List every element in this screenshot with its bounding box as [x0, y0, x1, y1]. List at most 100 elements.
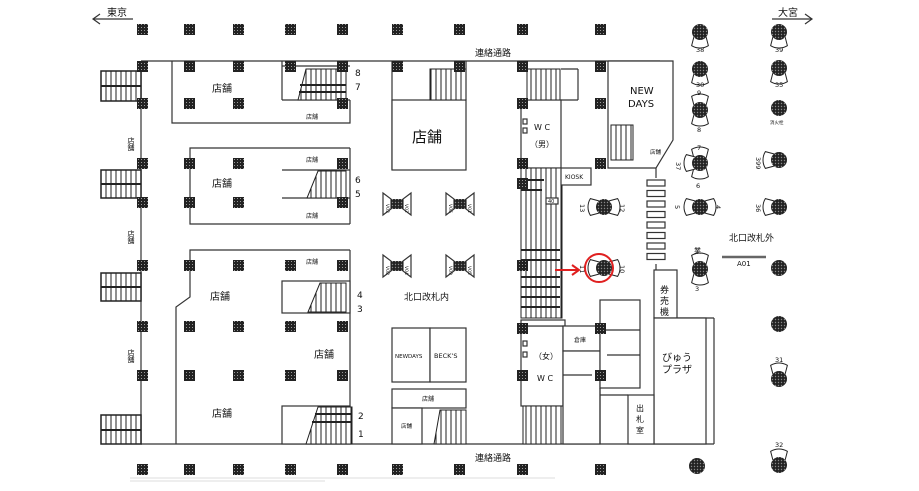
pillar — [184, 197, 195, 208]
round-pillar — [771, 100, 787, 116]
round-pillars — [587, 24, 788, 474]
ticket-office: 出 札 室 — [627, 394, 655, 445]
round-pillar — [596, 199, 612, 215]
pillar — [595, 98, 606, 109]
camera-icon — [587, 198, 600, 216]
camera-number: 3 — [695, 285, 699, 293]
exit-code-label: A01 — [737, 260, 751, 268]
hydrant-label: 消火栓 — [770, 119, 784, 126]
pillar — [517, 464, 528, 475]
round-pillar — [771, 24, 787, 40]
pillar — [517, 178, 528, 189]
camera-number: 12 — [618, 204, 626, 212]
stair-number: 1 — [358, 430, 364, 440]
pillar — [517, 370, 528, 381]
pillar — [184, 370, 195, 381]
fence-segment — [646, 189, 666, 198]
camera-icon — [762, 198, 775, 216]
gate-pair: V09 V05 — [445, 253, 475, 279]
pillar — [517, 24, 528, 35]
camera-icon — [691, 146, 709, 159]
pillar — [285, 24, 296, 35]
pillar — [233, 260, 244, 271]
camera-icon — [587, 259, 600, 277]
direction-tokyo: 東京 — [91, 6, 133, 25]
newdays-shop: NEW DAYS 店舗 — [607, 60, 674, 169]
fence-segment — [646, 179, 666, 187]
direction-tokyo-label: 東京 — [107, 6, 127, 19]
becks-label: BECK’S — [434, 352, 458, 360]
fence-segment — [646, 221, 666, 229]
round-pillar — [771, 199, 787, 215]
camera-icon — [683, 198, 696, 216]
pillar — [233, 158, 244, 169]
outside-gate-label: 北口改札外 — [729, 232, 774, 244]
pillar — [595, 323, 606, 334]
ticket-office-label: 出 — [636, 403, 644, 413]
camera-number: 36 — [754, 204, 762, 212]
wc-women: （女） W C — [520, 319, 566, 445]
pillar — [137, 98, 148, 109]
ticket-machine: 券 売 機 — [653, 269, 678, 319]
stair-number: 8 — [355, 69, 361, 79]
shop-block-1: 店舗 店舗 8 7 — [171, 61, 361, 124]
fence-segment — [646, 231, 666, 240]
fence-segment — [646, 200, 666, 208]
pillar — [137, 260, 148, 271]
shop-block-2: 店舗 店舗 店舗 6 5 — [189, 147, 361, 225]
direction-omiya-label: 大宮 — [778, 6, 798, 19]
pillars — [137, 24, 606, 475]
newdays-label-2: DAYS — [628, 99, 654, 110]
inside-gate-label: 北口改札内 — [404, 291, 449, 303]
shop-label: 店舗 — [212, 82, 232, 95]
shop-label: 店舗 — [212, 177, 232, 190]
storage-label: 倉庫 — [574, 336, 586, 344]
fence — [646, 168, 666, 270]
camera-icon — [691, 36, 709, 49]
camera-icon — [770, 72, 788, 85]
shop-label-small: 店舗 — [401, 422, 413, 430]
pillar — [595, 464, 606, 475]
ticket-machine-label: 券 — [660, 284, 669, 296]
pillar — [517, 323, 528, 334]
camera-icon — [691, 252, 709, 265]
pillar — [233, 98, 244, 109]
round-pillar — [692, 261, 708, 277]
pillar — [392, 61, 403, 72]
camera-number: 11 — [578, 265, 586, 273]
pillar — [454, 24, 465, 35]
pillar — [233, 24, 244, 35]
round-pillar — [771, 60, 787, 76]
central-stairs: KIOSK 40 — [520, 167, 592, 319]
wc-women-sub: W C — [537, 374, 553, 383]
camera-number: 5 — [673, 205, 681, 209]
camera-icon — [608, 198, 621, 216]
pillar — [184, 98, 195, 109]
round-pillar — [771, 371, 787, 387]
round-pillar — [692, 155, 708, 171]
pillar — [137, 321, 148, 332]
stair-number: 6 — [355, 176, 361, 186]
camera-number: 業 — [694, 246, 701, 255]
pillar — [595, 158, 606, 169]
wc-men-sub: （男） — [530, 140, 554, 149]
pillar — [184, 61, 195, 72]
pillar — [285, 260, 296, 271]
pillar — [392, 464, 403, 475]
pillar — [595, 24, 606, 35]
round-pillar — [771, 260, 787, 276]
shop-label-vertical: 店舗 — [127, 229, 135, 245]
pillar — [137, 61, 148, 72]
round-pillar — [771, 152, 787, 168]
camera-icon — [691, 93, 709, 106]
camera-labels: 38 39 30 35 9 8 消火栓 7 37 6 399 5 4 36 13… — [578, 46, 784, 449]
camera-icon — [770, 448, 788, 461]
pillar — [233, 464, 244, 475]
camera-number: 8 — [697, 126, 701, 134]
round-pillar — [692, 199, 708, 215]
camera-number: 31 — [775, 356, 783, 364]
camera-icon — [691, 73, 709, 86]
pillar — [517, 61, 528, 72]
pillar — [337, 24, 348, 35]
stair-number: 3 — [357, 305, 363, 315]
